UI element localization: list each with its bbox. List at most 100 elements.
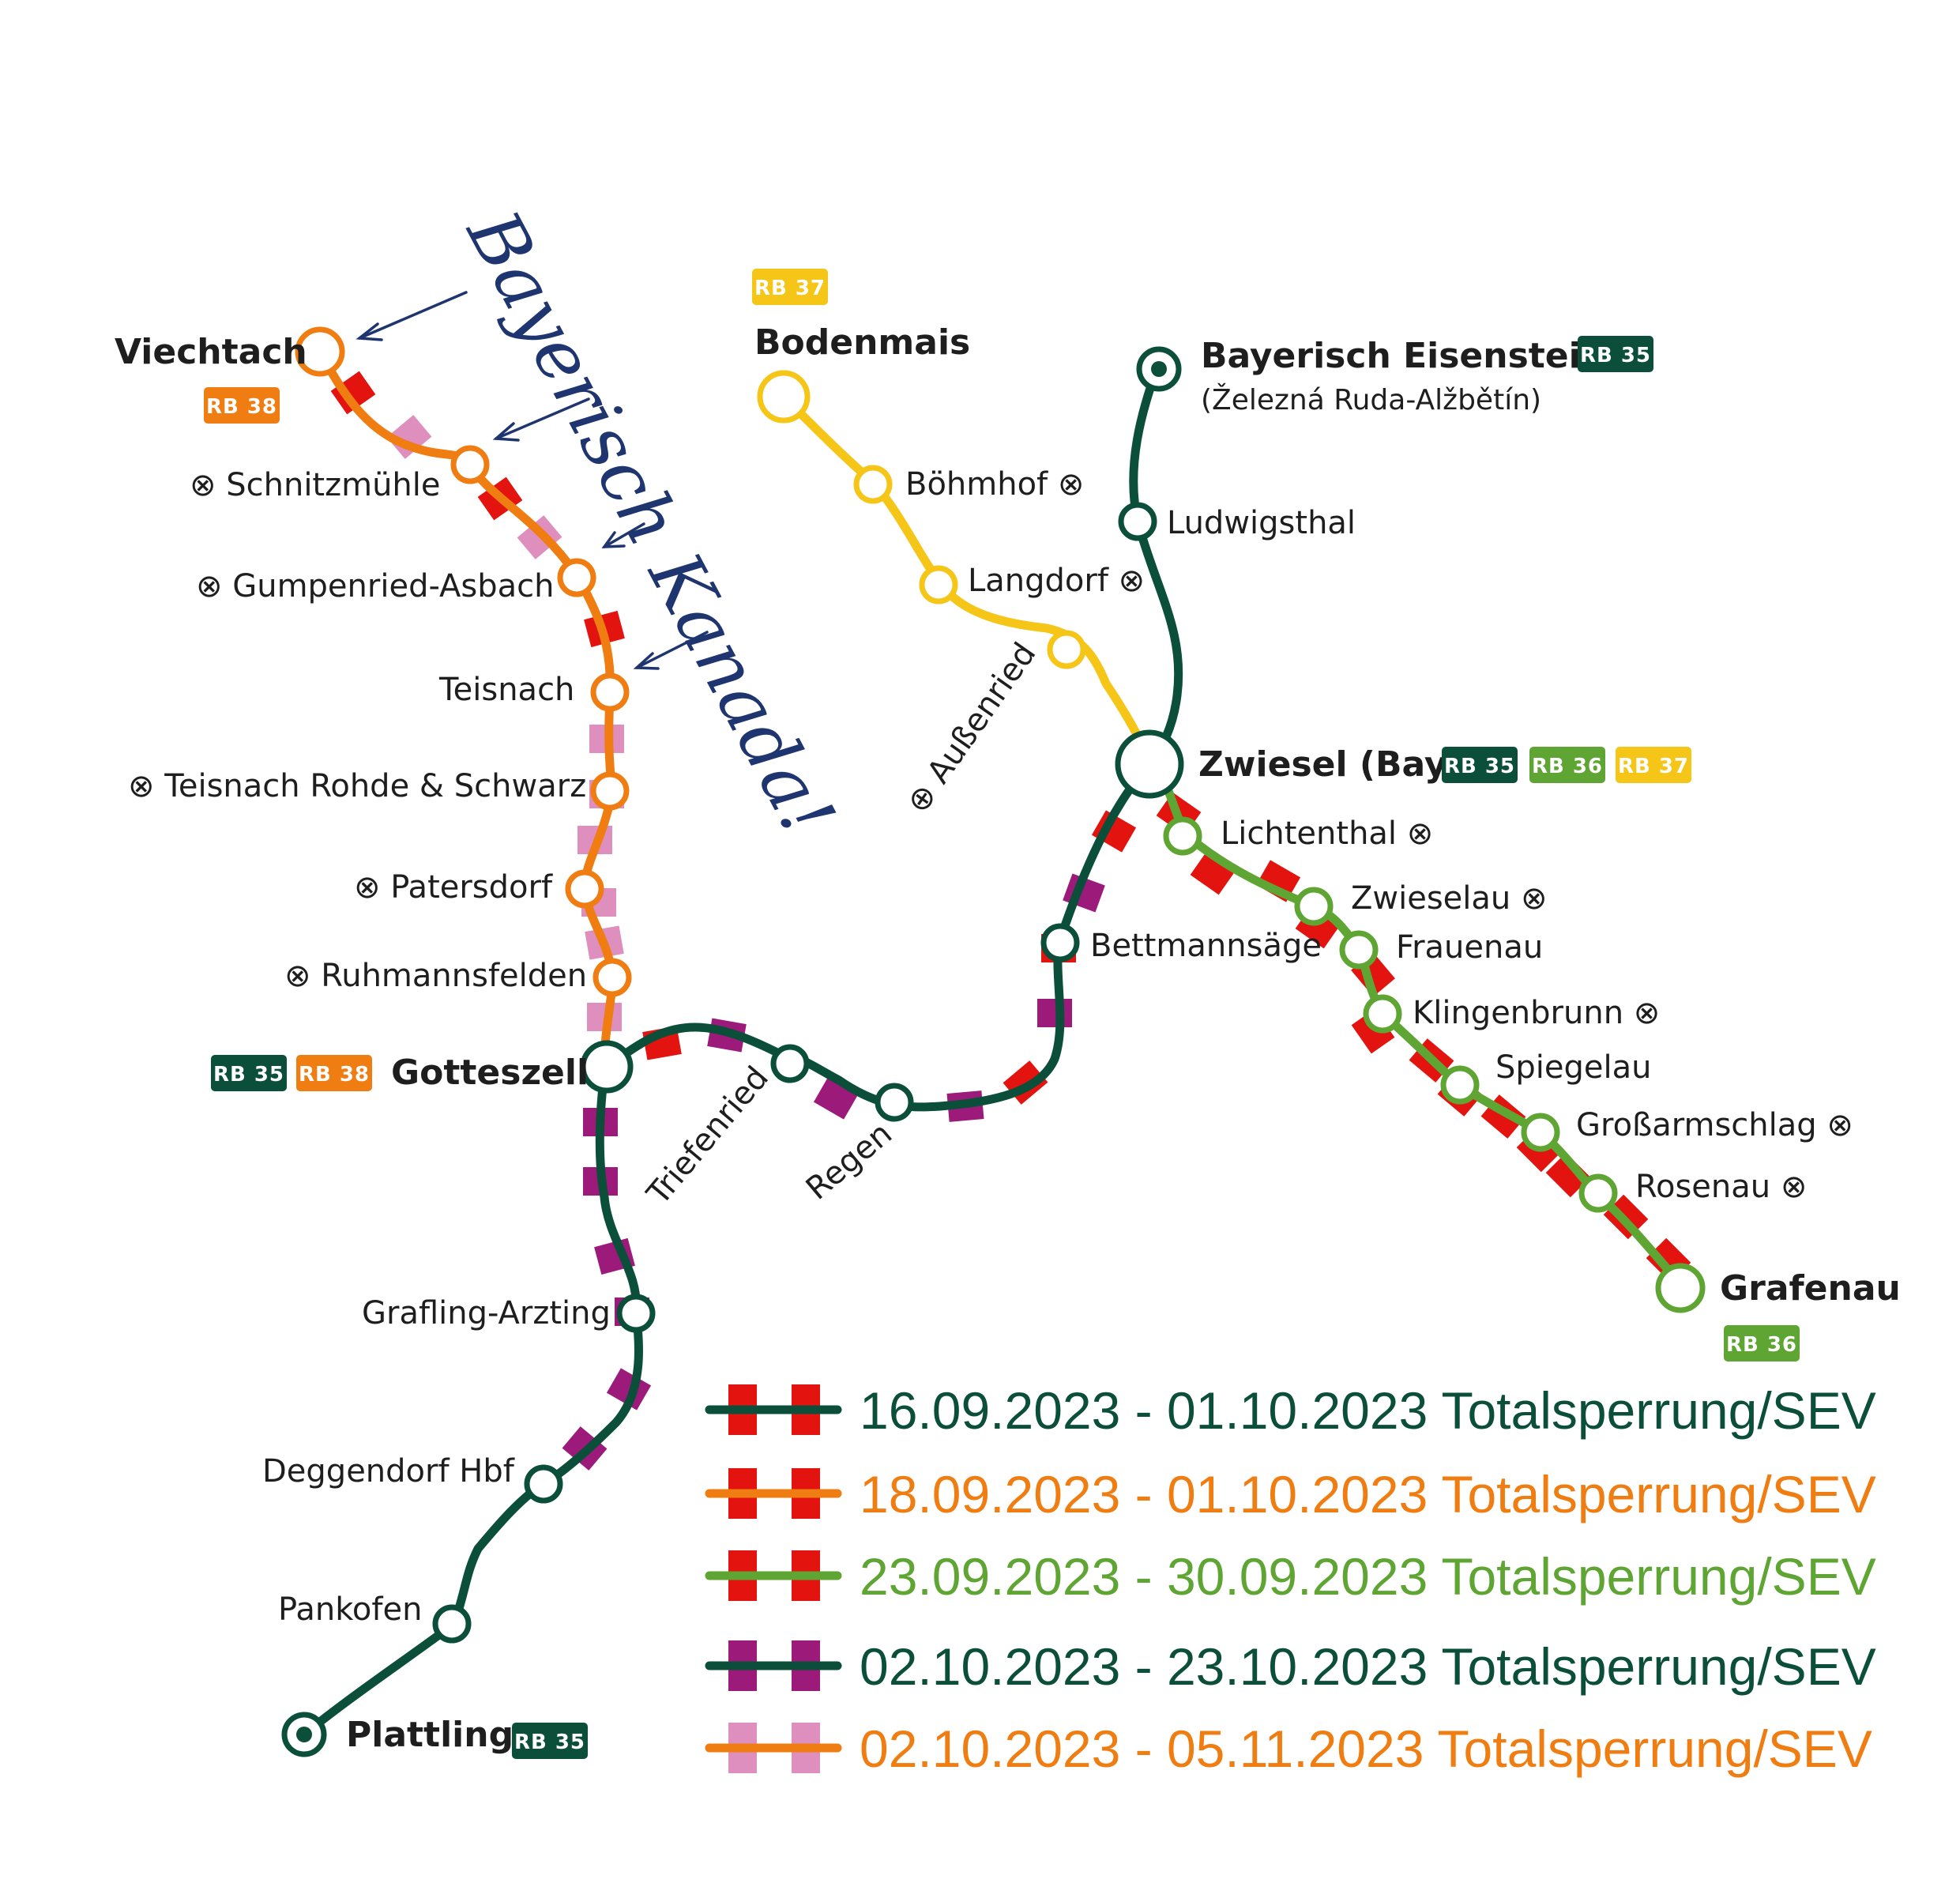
annotation-arrows — [356, 291, 709, 670]
badge-rb37-zwiesel: RB 37 — [1616, 747, 1691, 783]
station-marker-gumpenried[interactable] — [557, 558, 596, 597]
legend-item-3: 23.09.2023 - 30.09.2023 Totalsperrung/SE… — [705, 1547, 1876, 1606]
badge-rb38-gotteszell: RB 38 — [296, 1055, 372, 1091]
arrow-head-icon — [633, 652, 660, 670]
station-label-grafling: Grafling-Arzting — [362, 1295, 611, 1331]
badge-rb35-zwiesel: RB 35 — [1442, 747, 1518, 783]
svg-text:RB 37: RB 37 — [1618, 755, 1689, 778]
station-label-grafenau: Grafenau — [1720, 1268, 1901, 1309]
station-marker-patersdorf[interactable] — [565, 869, 604, 909]
legend-text: 02.10.2023 - 05.11.2023 Totalsperrung/SE… — [860, 1719, 1872, 1778]
badge-background — [204, 387, 280, 424]
station-marker-grafling[interactable] — [616, 1294, 656, 1333]
station-label-aussenried: ⊕ Außenried — [900, 636, 1044, 820]
station-marker-zwieselau[interactable] — [1294, 887, 1334, 926]
station-marker-klingenbrunn[interactable] — [1363, 994, 1402, 1034]
station-label-lichtenthal: Lichtenthal ⊗ — [1221, 815, 1433, 852]
arrow-head-icon — [492, 422, 520, 442]
station-label-teisnach-rs: ⊗ Teisnach Rohde & Schwarz — [128, 768, 586, 804]
badge-rb35-gotteszell: RB 35 — [211, 1055, 287, 1091]
station-label-boehmhof: Böhmhof ⊗ — [905, 466, 1084, 503]
legend-item-5: 02.10.2023 - 05.11.2023 Totalsperrung/SE… — [705, 1719, 1872, 1778]
badge-rb38-viechtach: RB 38 — [204, 387, 280, 424]
svg-text:RB 35: RB 35 — [514, 1731, 585, 1754]
closure-mark — [330, 371, 376, 415]
station-marker-triefenried[interactable] — [770, 1044, 810, 1083]
station-marker-langdorf[interactable] — [919, 565, 958, 604]
station-marker-teisnach[interactable] — [590, 672, 630, 712]
station-label-patersdorf: ⊗ Patersdorf — [354, 869, 553, 906]
railway-lines — [299, 347, 1685, 1739]
station-marker-deggendorf[interactable] — [524, 1464, 563, 1504]
station-marker-teisnach-rs[interactable] — [590, 771, 630, 811]
badge-rb35-plattling: RB 35 — [512, 1723, 588, 1759]
badge-rb36-zwiesel: RB 36 — [1529, 747, 1605, 783]
station-label-regen: Regen — [799, 1115, 899, 1207]
station-marker-boehmhof[interactable] — [853, 465, 893, 504]
station-marker-schnitzmuehle[interactable] — [450, 445, 490, 484]
closure-mark — [1190, 851, 1236, 895]
arrow-head-icon — [601, 531, 626, 548]
station-marker-rosenau[interactable] — [1578, 1173, 1618, 1213]
station-label-teisnach: Teisnach — [438, 672, 574, 708]
svg-text:RB 36: RB 36 — [1726, 1333, 1797, 1357]
line-rb37 — [777, 390, 1154, 763]
arrow-icon — [635, 631, 709, 669]
svg-text:RB 35: RB 35 — [1580, 344, 1651, 367]
svg-text:RB 36: RB 36 — [1532, 755, 1603, 778]
legend-item-2: 18.09.2023 - 01.10.2023 Totalsperrung/SE… — [705, 1465, 1876, 1523]
line-rb38 — [315, 347, 617, 1072]
station-label-frauenau: Frauenau — [1396, 929, 1543, 966]
legend-text: 23.09.2023 - 30.09.2023 Totalsperrung/SE… — [860, 1547, 1876, 1606]
badge-rb37-bodenmais: RB 37 — [752, 269, 828, 305]
arrow-icon — [358, 291, 468, 340]
station-marker-bettmannsaege[interactable] — [1040, 923, 1080, 962]
station-marker-grafenau[interactable] — [1655, 1263, 1706, 1313]
station-marker-aussenried[interactable] — [1047, 630, 1086, 669]
station-marker-bodenmais[interactable] — [757, 370, 811, 424]
station-marker-lichtenthal[interactable] — [1163, 816, 1202, 856]
arrow-head-icon — [356, 322, 383, 341]
station-label-bodenmais: Bodenmais — [754, 322, 970, 363]
legend: 16.09.2023 - 01.10.2023 Totalsperrung/SE… — [705, 1381, 1876, 1778]
station-label-ludwigsthal: Ludwigsthal — [1167, 505, 1356, 541]
legend-text: 16.09.2023 - 01.10.2023 Totalsperrung/SE… — [860, 1381, 1876, 1440]
badge-rb36-grafenau: RB 36 — [1724, 1325, 1800, 1362]
station-label-bayerisch-eisenstein: Bayerisch Eisenstein — [1201, 336, 1605, 376]
station-label-triefenried: Triefenried — [640, 1060, 776, 1212]
legend-item-1: 16.09.2023 - 01.10.2023 Totalsperrung/SE… — [705, 1381, 1876, 1440]
legend-text: 18.09.2023 - 01.10.2023 Totalsperrung/SE… — [860, 1465, 1876, 1523]
station-marker-pankofen[interactable] — [432, 1604, 472, 1644]
station-marker-zwiesel[interactable] — [1115, 729, 1184, 799]
svg-text:RB 35: RB 35 — [1444, 755, 1515, 778]
station-label-spiegelau: Spiegelau — [1495, 1049, 1651, 1086]
closure-mark — [386, 415, 432, 459]
station-marker-regen[interactable] — [875, 1083, 914, 1122]
station-label-gumpenried: ⊗ Gumpenried-Asbach — [196, 568, 554, 604]
station-sublabel-bayerisch-eisenstein: (Železná Ruda-Alžbětín) — [1201, 383, 1541, 416]
station-label-bettmannsaege: Bettmannsäge — [1090, 928, 1322, 964]
station-label-langdorf: Langdorf ⊗ — [968, 563, 1145, 599]
closure-mark — [1037, 999, 1072, 1027]
badge-background — [1578, 336, 1653, 372]
station-label-pankofen: Pankofen — [278, 1591, 422, 1628]
station-marker-viechtach[interactable] — [295, 326, 345, 377]
station-marker-grossarmschlag[interactable] — [1521, 1113, 1560, 1152]
badge-background — [752, 269, 828, 305]
svg-text:RB 37: RB 37 — [754, 277, 826, 300]
station-marker-gotteszell[interactable] — [580, 1040, 634, 1094]
station-marker-spiegelau[interactable] — [1440, 1065, 1480, 1105]
station-label-zwiesel: Zwiesel (Bay) — [1198, 744, 1463, 785]
svg-text:RB 35: RB 35 — [213, 1063, 284, 1087]
station-marker-frauenau[interactable] — [1339, 930, 1379, 970]
badge-background — [1724, 1325, 1800, 1362]
closure-mark — [813, 1077, 859, 1120]
badge-background — [1616, 747, 1691, 783]
legend-item-4: 02.10.2023 - 23.10.2023 Totalsperrung/SE… — [705, 1637, 1876, 1696]
badge-rb35-eisenstein: RB 35 — [1578, 336, 1653, 372]
station-marker-ludwigsthal[interactable] — [1118, 502, 1157, 541]
badge-background — [211, 1055, 287, 1091]
station-label-viechtach: Viechtach — [115, 332, 307, 372]
station-marker-ruhmannsfelden[interactable] — [593, 958, 632, 997]
